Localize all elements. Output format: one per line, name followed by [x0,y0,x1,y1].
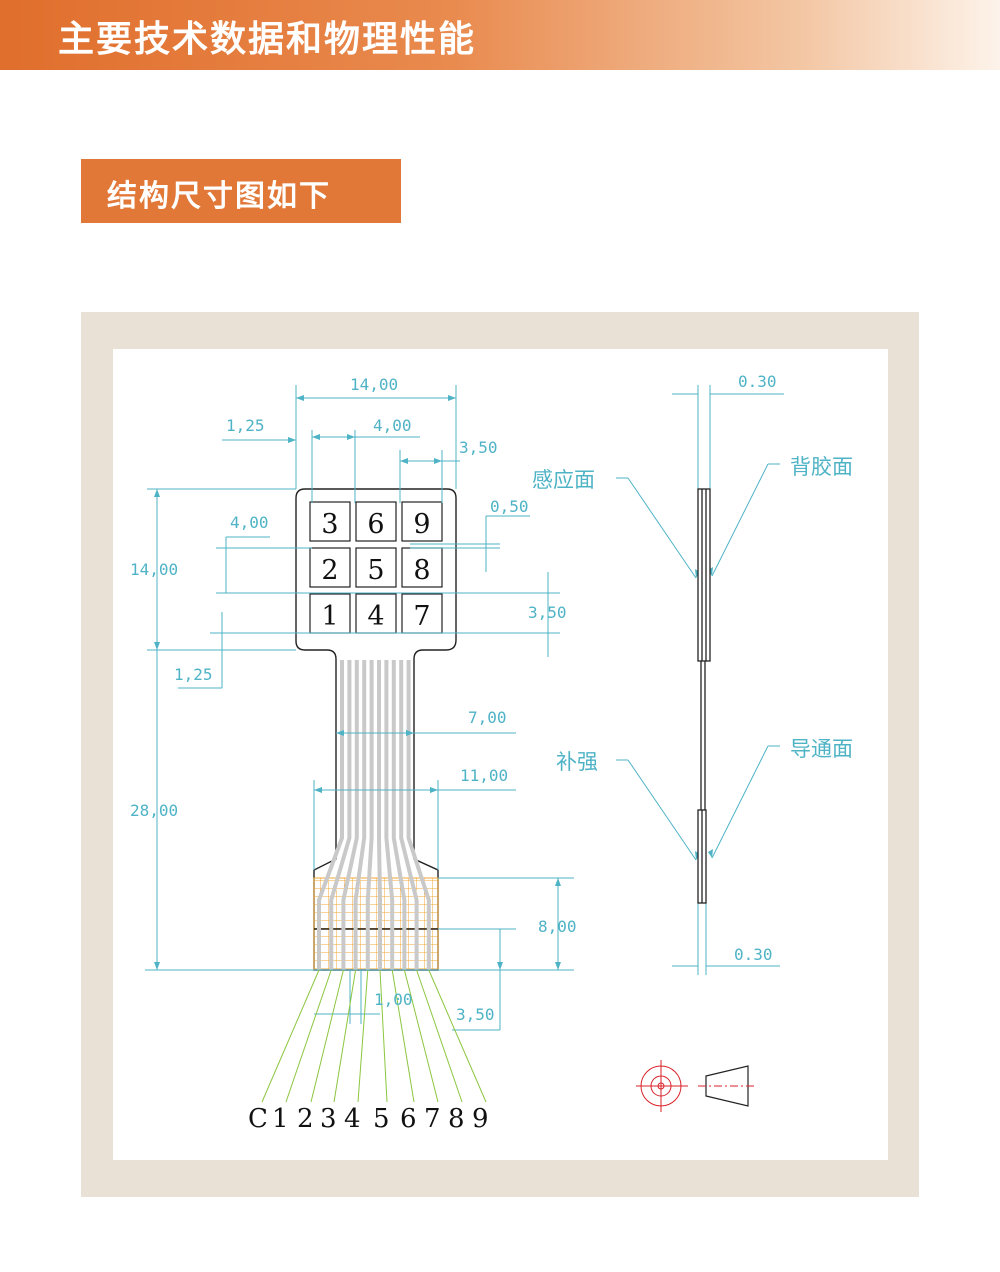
dimension-arrows [154,395,713,970]
dim-key-pitch: 4,00 [373,416,412,435]
pin-label: 1 [272,1104,289,1134]
key-box [401,501,443,542]
pin-label: 7 [424,1104,441,1134]
circuit-trace [353,660,367,970]
key-label: 7 [413,601,430,632]
circuit-trace [317,660,344,970]
key-label: 8 [413,555,430,586]
pin-leader [261,969,320,1103]
dim-row-height: 3,50 [528,603,567,622]
dim-bottom-margin: 1,25 [174,665,213,684]
dim-connector-height: 8,00 [538,917,577,936]
section-title: 结构尺寸图如下 [107,179,331,214]
key-label: 4 [367,601,384,632]
label-conductive-face: 导通面 [790,737,853,761]
dim-thickness-top: 0.30 [738,372,777,391]
circuit-trace [384,660,395,970]
circuit-trace [406,660,431,970]
dim-gap: 0,50 [490,497,529,516]
page-title: 主要技术数据和物理性能 [58,19,477,60]
key-label: 3 [321,509,338,540]
pin-label: 5 [373,1104,390,1134]
circuit-trace [341,660,359,970]
key-label: 1 [321,601,338,632]
dimension-lines [145,385,784,1031]
circuit-trace [399,660,419,970]
projection-cone-icon [698,1065,756,1107]
pin-leaders [261,969,487,1103]
key-box [355,547,397,588]
key-label: 5 [367,555,384,586]
circuit-traces [317,660,431,970]
dim-pin-length: 3,50 [456,1005,495,1024]
pin-label: 3 [320,1104,337,1134]
dim-tail-width: 7,00 [468,708,507,727]
label-adhesive-face: 背胶面 [790,455,853,479]
key-box [355,501,397,542]
key-label: 9 [413,509,430,540]
pin-leader [285,969,332,1103]
key-box [309,593,351,634]
pin-label: 4 [344,1104,361,1134]
pin-leader [391,969,415,1103]
pin-leader [333,969,357,1103]
pin-label: 2 [297,1104,314,1134]
pin-leader [416,969,463,1103]
dim-pin-pitch: 1,00 [374,990,413,1009]
header-banner: 主要技术数据和物理性能 [0,0,1000,70]
dim-right-offset: 3,50 [459,438,498,457]
label-sensing-face: 感应面 [532,468,595,492]
label-stiffener: 补强 [556,750,598,774]
circuit-trace [329,660,352,970]
circuit-trace [365,660,374,970]
key-label: 2 [321,555,338,586]
circuit-trace [391,660,407,970]
circuit-trace [377,660,382,970]
dim-top-width: 14,00 [350,375,398,394]
pin-label: 6 [400,1104,417,1134]
key-box [309,501,351,542]
side-view [697,488,711,904]
pin-leader [310,969,344,1103]
dim-thickness-bottom: 0.30 [734,945,773,964]
key-box [309,547,351,588]
section-tab: 结构尺寸图如下 [81,159,401,223]
dim-left-margin: 1,25 [226,416,265,435]
pin-label: 8 [448,1104,465,1134]
key-label: 6 [367,509,384,540]
pin-leader [428,969,487,1103]
pin-leader [403,969,439,1103]
projection-symbol-icon [636,1060,688,1112]
pin-leader [379,969,388,1103]
pin-leader [357,969,369,1103]
dim-total-length: 28,00 [130,801,178,820]
dim-connector-width: 11,00 [460,766,508,785]
dim-left-height: 14,00 [130,560,178,579]
pin-label: C [248,1104,268,1134]
pin-label: 9 [472,1104,489,1134]
dim-key-height: 4,00 [230,513,269,532]
